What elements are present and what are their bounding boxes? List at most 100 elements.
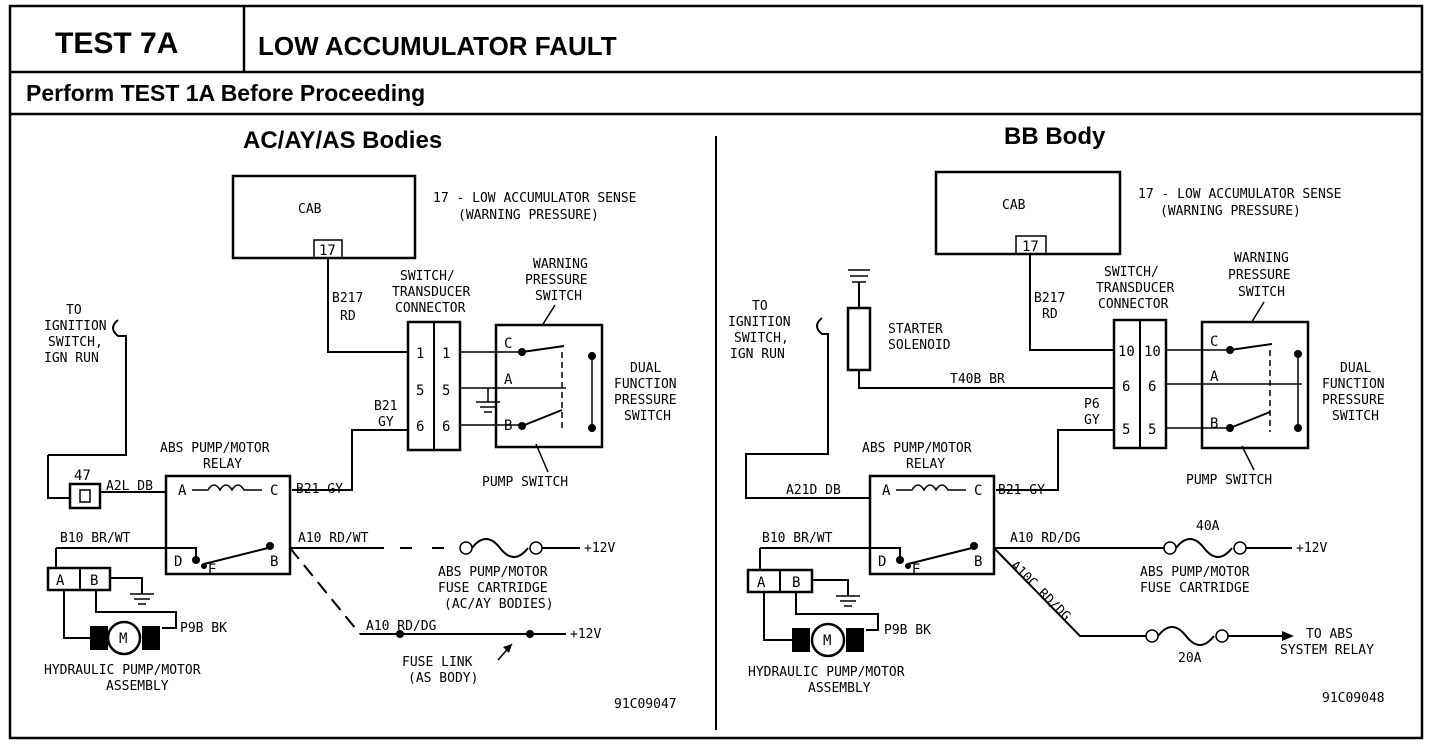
warning-switch-label-right-3: SWITCH	[1238, 285, 1285, 300]
sense-label: 17 - LOW ACCUMULATOR SENSE	[433, 191, 637, 206]
abs-relay-label-2: SYSTEM RELAY	[1280, 643, 1374, 658]
ignition-label-right-3: SWITCH,	[734, 331, 789, 346]
conn-pin-1: 1	[416, 346, 424, 362]
wire-b217: B217	[332, 291, 363, 306]
abs-relay-label: TO ABS	[1306, 627, 1353, 642]
relay-label: ABS PUMP/MOTOR	[160, 441, 270, 456]
dual-switch-label: DUAL	[630, 361, 661, 376]
fuse-cartridge-label-right-2: FUSE CARTRIDGE	[1140, 581, 1250, 596]
left-diagram: AC/AY/AS Bodies CAB 17 17 - LOW ACCUMULA…	[44, 127, 677, 712]
relay-pin-c: C	[270, 483, 278, 499]
fuse-40a: 40A	[1196, 519, 1220, 534]
switch-pin-b-right: B	[1210, 416, 1218, 432]
sense-sublabel-right: (WARNING PRESSURE)	[1160, 204, 1301, 219]
starter-solenoid	[846, 306, 872, 372]
dual-switch-label-right: DUAL	[1340, 361, 1371, 376]
header: TEST 7A LOW ACCUMULATOR FAULT Perform TE…	[8, 4, 1424, 740]
conn-pin-6: 6	[416, 419, 424, 435]
dual-switch-label-right-4: SWITCH	[1332, 409, 1379, 424]
connector-47-label: 47	[74, 468, 91, 484]
relay-label-right: ABS PUMP/MOTOR	[862, 441, 972, 456]
fuse-cartridge-label-2: FUSE CARTRIDGE	[438, 581, 548, 596]
warning-switch-label-right-2: PRESSURE	[1228, 268, 1291, 283]
cab-pin-right: 17	[1022, 239, 1039, 255]
wire-rd-right: RD	[1042, 307, 1058, 322]
ignition-label-right: TO	[752, 299, 768, 314]
conn-pin-10b: 10	[1144, 344, 1161, 360]
relay-label-right-2: RELAY	[906, 457, 945, 472]
relay-label-2: RELAY	[203, 457, 242, 472]
ignition-label-right-4: IGN RUN	[730, 347, 785, 362]
wire-b21gy-right: B21 GY	[998, 483, 1045, 498]
conn-pin-5: 5	[416, 383, 424, 399]
dual-switch-box	[494, 323, 604, 449]
pump-motor	[106, 620, 142, 656]
motor-pin-a: A	[56, 573, 65, 589]
hydraulic-pump-label-2: ASSEMBLY	[106, 679, 169, 694]
conn-pin-6b: 6	[442, 419, 450, 435]
cab-label-right: CAB	[1002, 198, 1026, 213]
left-figure-id: 91C09047	[614, 697, 677, 712]
motor-m-right: M	[823, 633, 831, 649]
wire-a2l: A2L DB	[106, 479, 153, 494]
fuse-link-label-2: (AS BODY)	[408, 671, 478, 686]
ignition-label-right-2: IGNITION	[728, 315, 791, 330]
relay-pin-a-right: A	[882, 483, 891, 499]
switch-pin-c-right: C	[1210, 334, 1218, 350]
relay-pin-b-right: B	[974, 554, 982, 570]
connector-label-right: SWITCH/	[1104, 265, 1159, 280]
relay-pin-b: B	[270, 554, 278, 570]
cab-pin: 17	[319, 243, 336, 259]
wire-a21d: A21D DB	[786, 483, 841, 498]
wire-p9b: P9B BK	[180, 621, 227, 636]
motor-pin-b-right: B	[792, 575, 800, 591]
test-id: TEST 7A	[55, 27, 178, 60]
hydraulic-pump-label-right: HYDRAULIC PUMP/MOTOR	[748, 665, 905, 680]
page-subtitle: Perform TEST 1A Before Proceeding	[26, 80, 425, 106]
dual-switch-box-right	[1200, 320, 1310, 450]
wire-a10rddg-right: A10 RD/DG	[1010, 531, 1081, 546]
relay-pin-e: E	[208, 562, 216, 578]
motor-pin-a-right: A	[757, 575, 766, 591]
wire-b21: B21	[374, 399, 397, 414]
conn-pin-1b: 1	[442, 346, 450, 362]
warning-switch-label-3: SWITCH	[535, 289, 582, 304]
ignition-label-2: IGNITION	[44, 319, 107, 334]
relay-pin-a: A	[178, 483, 187, 499]
cab-label: CAB	[298, 202, 322, 217]
hydraulic-pump-label: HYDRAULIC PUMP/MOTOR	[44, 663, 201, 678]
wire-p6: P6	[1084, 397, 1100, 412]
relay-pin-d: D	[174, 554, 182, 570]
conn-pin-5-right: 5	[1122, 422, 1130, 438]
relay-pin-d-right: D	[878, 554, 886, 570]
starter-solenoid-label: STARTER	[888, 322, 943, 337]
cab-module-right	[934, 170, 1122, 256]
wire-gy-right: GY	[1084, 413, 1100, 428]
conn-pin-5b-right: 5	[1148, 422, 1156, 438]
switch-pin-a-right: A	[1210, 369, 1219, 385]
conn-pin-6b-right: 6	[1148, 379, 1156, 395]
wire-a10rdwt: A10 RD/WT	[298, 531, 369, 546]
right-figure-id: 91C09048	[1322, 691, 1385, 706]
hydraulic-pump-label-right-2: ASSEMBLY	[808, 681, 871, 696]
fuse-cartridge-label: ABS PUMP/MOTOR	[438, 565, 548, 580]
fuse-link-label: FUSE LINK	[402, 655, 473, 670]
left-12v-1: +12V	[584, 541, 615, 556]
pump-switch-label: PUMP SWITCH	[482, 475, 568, 490]
dual-switch-label-3: PRESSURE	[614, 393, 677, 408]
wire-t40b: T40B BR	[950, 372, 1005, 387]
wire-b217-right: B217	[1034, 291, 1065, 306]
wire-b10-right: B10 BR/WT	[762, 531, 833, 546]
pump-switch-label-right: PUMP SWITCH	[1186, 473, 1272, 488]
right-heading: BB Body	[1004, 123, 1106, 150]
connector-label-right-2: TRANSDUCER	[1096, 281, 1174, 296]
relay-pin-e-right: E	[912, 562, 920, 578]
right-diagram: BB Body CAB 17 17 - LOW ACCUMULATOR SENS…	[728, 123, 1385, 706]
motor-m: M	[119, 631, 127, 647]
ignition-label: TO	[66, 303, 82, 318]
page-title: LOW ACCUMULATOR FAULT	[258, 31, 617, 61]
wire-b21gy: B21 GY	[296, 482, 343, 497]
ignition-label-4: IGN RUN	[44, 351, 99, 366]
fuse-cartridge-label-3: (AC/AY BODIES)	[444, 597, 554, 612]
conn-pin-10: 10	[1118, 344, 1135, 360]
